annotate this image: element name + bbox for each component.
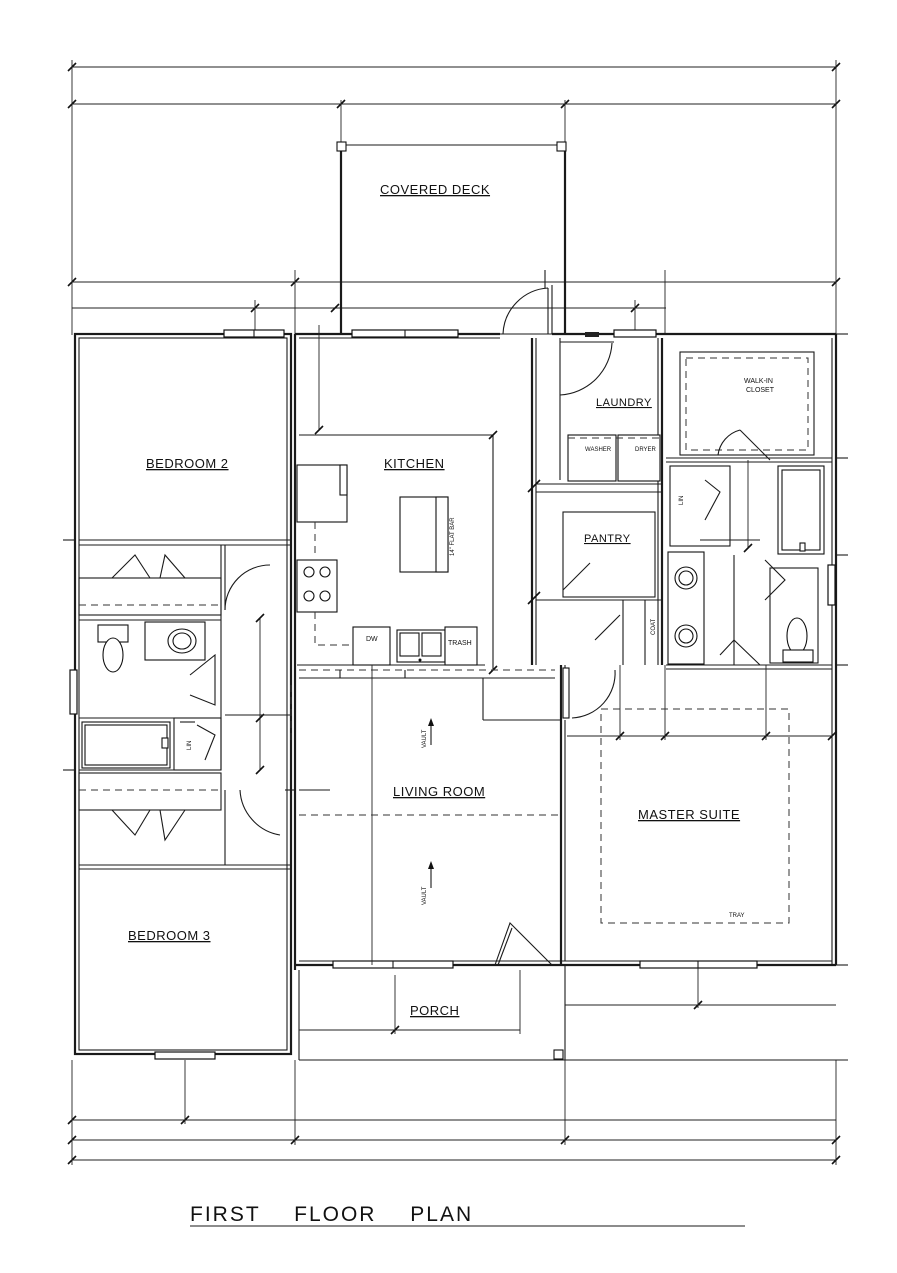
fixture-labels: 14" FLAT BAR WASHER DRYER DW TRASH LIN C… [187,447,745,919]
label-tray: TRAY [729,913,745,919]
label-walkin-closet-2: CLOSET [746,387,775,394]
kitchen [296,325,498,675]
laundry-pantry-block [527,338,664,719]
bedroom-wing [78,539,295,870]
exterior-walls [63,332,848,1056]
label-master-suite: MASTER SUITE [638,807,740,822]
label-bedroom-3: BEDROOM 3 [128,928,211,943]
label-flat-bar: 14" FLAT BAR [450,517,456,556]
label-dw: DW [366,636,378,643]
label-living-room: LIVING ROOM [393,784,485,799]
label-coat: COAT [651,618,657,635]
label-lin-bath: LIN [187,741,193,750]
plan-title-block: FIRST FLOOR PLAN [190,1203,745,1227]
label-washer: WASHER [585,447,612,453]
back-door [500,270,553,335]
master-suite [559,665,790,965]
label-covered-deck: COVERED DECK [380,182,490,197]
bottom-dimension-lines [67,968,841,1165]
covered-deck [336,141,567,335]
porch [298,965,848,1061]
label-bedroom-2: BEDROOM 2 [146,456,229,471]
label-walkin-closet-1: WALK-IN [744,378,773,385]
master-bath-closet [567,351,837,741]
label-pantry: PANTRY [584,533,631,545]
room-labels: COVERED DECK BEDROOM 2 KITCHEN LAUNDRY W… [128,182,775,1018]
plan-title: FIRST FLOOR PLAN [190,1203,473,1226]
label-dryer: DRYER [635,447,657,453]
windows [69,329,836,1060]
label-vault-2: VAULT [422,886,428,905]
label-vault-1: VAULT [422,729,428,748]
label-porch: PORCH [410,1003,459,1018]
label-kitchen: KITCHEN [384,456,445,471]
top-dimension-lines [67,60,841,335]
label-trash: TRASH [448,640,472,647]
living-room [299,665,561,966]
label-lin-master: LIN [679,496,685,505]
label-laundry: LAUNDRY [596,397,652,409]
